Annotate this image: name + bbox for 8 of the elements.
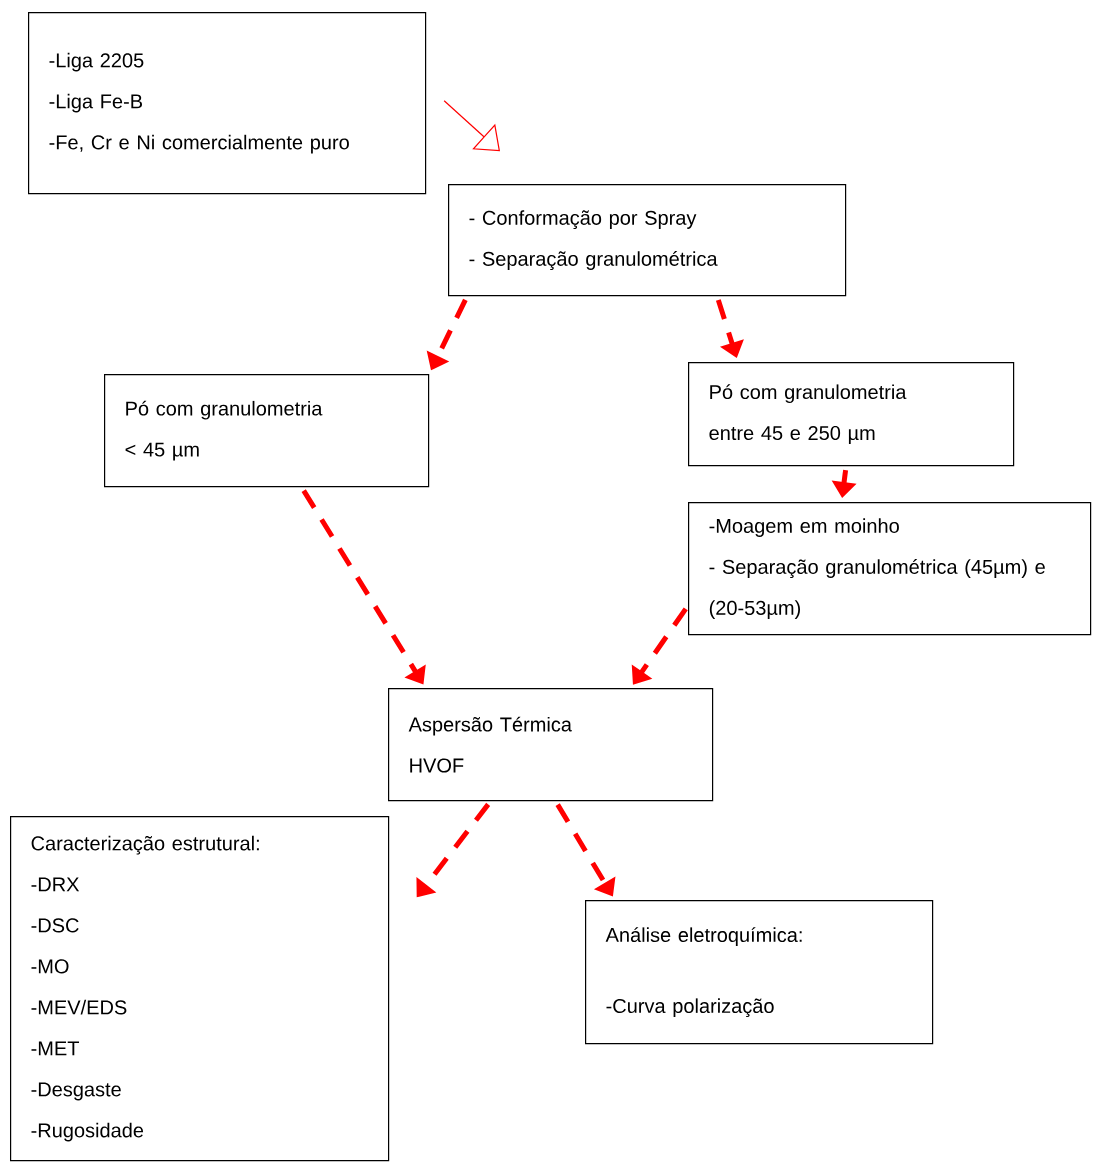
process-box: Aspersão Térmica HVOF — [388, 688, 714, 802]
process-box: Pó com granulometria < 45 µm — [104, 374, 430, 488]
process-box: - Conformação por Spray - Separação granulométrica — [448, 184, 847, 297]
process-box: Pó com granulometria entre 45 e 250 µm — [688, 362, 1015, 467]
process-box: Caracterização estrutural: -DRX -DSC -MO -MEV/EDS -MET -Desgaste -Rugosidade — [10, 816, 390, 1162]
process-box: -Liga 2205 -Liga Fe-B -Fe, Cr e Ni comercialmente puro — [28, 12, 427, 195]
process-box: -Moagem em moinho - Separação granulométrica (45µm) e (20-53µm) — [688, 502, 1092, 636]
process-box: Análise eletroquímica: -Curva polarização — [585, 900, 934, 1045]
